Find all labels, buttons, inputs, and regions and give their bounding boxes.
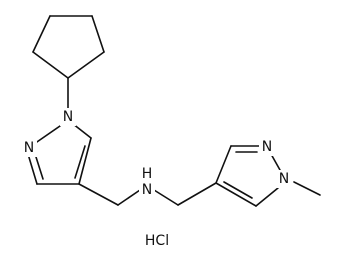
bond-r-n2-c3 — [255, 187, 279, 207]
salt-label: HCl — [145, 233, 169, 249]
bond-ch2-c4right — [177, 182, 217, 206]
bond-n2-n1 — [33, 125, 61, 145]
atom-n1-left: N — [60, 108, 76, 126]
atom-label: N — [63, 109, 73, 125]
bond-r-c3-c4 — [215, 182, 257, 207]
bond-r-n1-n2 — [270, 153, 281, 171]
atom-n2-right: N — [276, 170, 292, 188]
atom-label: N — [142, 182, 152, 198]
bond-cp4 — [32, 51, 69, 79]
cyclopentyl-ring — [32, 15, 105, 79]
atom-label: N — [279, 171, 289, 187]
bond-r-c4-c5 — [215, 145, 232, 184]
bond-c4-ch2 — [78, 183, 119, 206]
bond-cp3 — [67, 51, 105, 79]
bond-c5-c4-inner — [74, 145, 86, 179]
bond-cp2 — [91, 15, 105, 53]
atom-n1-right: N — [259, 138, 275, 156]
bond-ch2-nh — [117, 189, 141, 206]
atom-label: N — [24, 140, 34, 156]
bond-r-c3-c4-inner — [223, 181, 253, 199]
atom-nh: H N — [139, 166, 155, 202]
bond-cp5 — [32, 15, 51, 53]
bond-c5-c4 — [78, 137, 92, 185]
pyrazole-right — [215, 145, 281, 207]
atom-label-h: H — [142, 166, 153, 182]
pyrazole-left — [27, 119, 92, 185]
bond-nh-ch2 — [153, 189, 179, 206]
bond-c3-n2-inner — [35, 156, 44, 180]
bond-n-methyl — [293, 181, 321, 196]
bond-c3-n2 — [27, 153, 38, 185]
atom-n2-left: N — [21, 139, 37, 157]
atom-label: N — [262, 139, 272, 155]
